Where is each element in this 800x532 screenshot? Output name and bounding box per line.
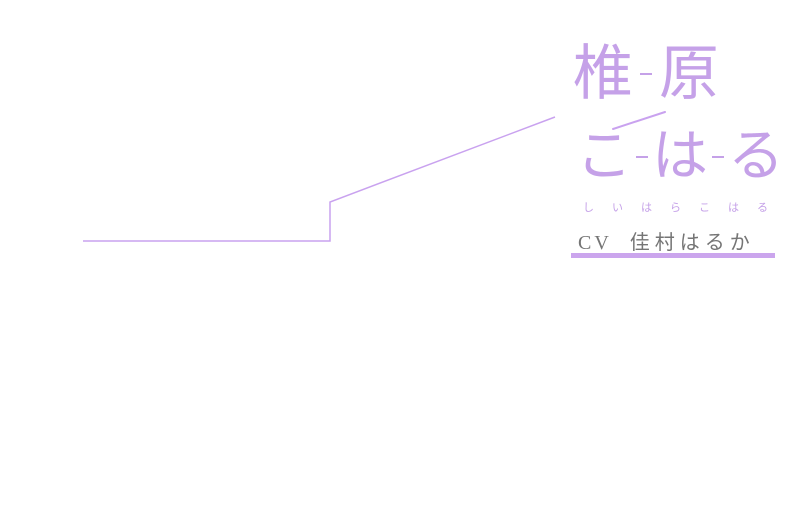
character-given-name: こ は る <box>576 126 784 188</box>
given-name-char-3: る <box>728 126 784 188</box>
surname-char-1: 椎 <box>573 41 633 107</box>
given-name-char-1: こ <box>576 126 632 188</box>
character-surname: 椎 原 <box>573 42 719 106</box>
name-separator-dash <box>636 156 648 158</box>
voice-actor-line: CV 佳村はるか <box>578 231 755 255</box>
name-separator-dash <box>640 73 652 75</box>
name-separator-dash <box>712 156 724 158</box>
cv-underline-bar <box>571 253 775 258</box>
surname-char-2: 原 <box>659 41 719 107</box>
character-name-furigana: しいはらこはる <box>583 202 786 214</box>
cv-label: CV <box>578 232 612 254</box>
step-line-decoration <box>83 116 556 242</box>
given-name-char-2: は <box>652 126 708 188</box>
voice-actor-name: 佳村はるか <box>629 232 755 254</box>
